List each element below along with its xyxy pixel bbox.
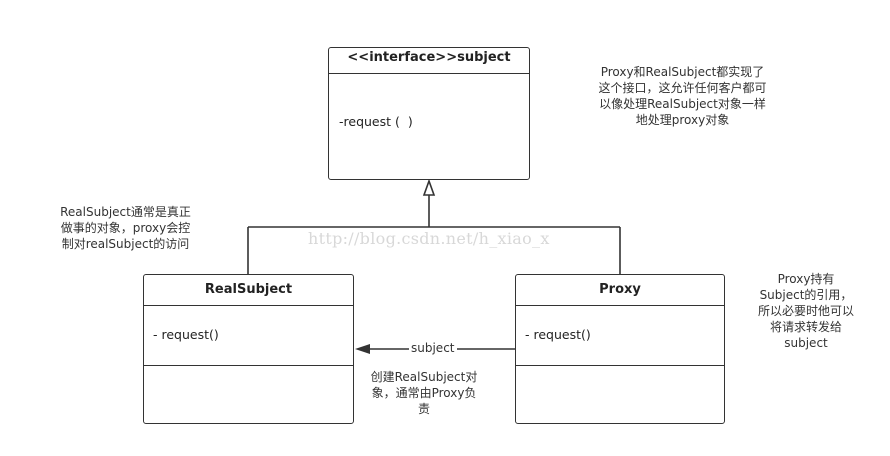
realsubject-note-line: RealSubject通常是真正 bbox=[60, 205, 191, 219]
association-label: subject bbox=[409, 341, 457, 355]
proxy-method-section: - request() bbox=[516, 306, 724, 366]
realsubject-empty-section bbox=[144, 366, 353, 423]
association-note-line: 创建RealSubject对 bbox=[370, 370, 478, 384]
proxy-title: Proxy bbox=[599, 282, 641, 297]
proxy-note-line: 所以必要时他可以 bbox=[757, 304, 854, 318]
proxy-title-section: Proxy bbox=[516, 275, 724, 306]
realsubject-note: RealSubject通常是真正 做事的对象，proxy会控 制对realSub… bbox=[48, 204, 203, 252]
proxy-box[interactable]: Proxy - request() bbox=[515, 274, 725, 424]
interface-note: Proxy和RealSubject都实现了 这个接口，这允许任何客户都可 以像处… bbox=[585, 64, 780, 128]
association-note-line: 责 bbox=[417, 402, 430, 416]
interface-subject-box[interactable]: <<interface>>subject -request ( ) bbox=[328, 47, 530, 180]
realsubject-note-line: 做事的对象，proxy会控 bbox=[60, 221, 191, 235]
interface-note-line: 地处理proxy对象 bbox=[635, 113, 730, 127]
realsubject-method-section: - request() bbox=[144, 306, 353, 366]
realsubject-box[interactable]: RealSubject - request() bbox=[143, 274, 354, 424]
interface-note-line: 这个接口，这允许任何客户都可 bbox=[598, 81, 767, 95]
association-note-line: 象，通常由Proxy负 bbox=[371, 386, 477, 400]
proxy-note-line: 将请求转发给 bbox=[769, 320, 842, 334]
watermark: http://blog.csdn.net/h_xiao_x bbox=[308, 229, 550, 248]
proxy-note: Proxy持有 Subject的引用， 所以必要时他可以 将请求转发给 subj… bbox=[748, 271, 864, 351]
proxy-note-line: Proxy持有 bbox=[777, 272, 835, 286]
realsubject-title: RealSubject bbox=[204, 282, 293, 297]
proxy-method: - request() bbox=[525, 327, 591, 342]
realsubject-method: - request() bbox=[153, 327, 219, 342]
interface-title-section: <<interface>>subject bbox=[329, 48, 529, 74]
realsubject-title-section: RealSubject bbox=[144, 275, 353, 306]
proxy-empty-section bbox=[516, 366, 724, 423]
interface-title: <<interface>>subject bbox=[347, 50, 511, 65]
association-note: 创建RealSubject对 象，通常由Proxy负 责 bbox=[362, 369, 486, 417]
inheritance-arrowhead bbox=[422, 178, 436, 196]
interface-note-line: 以像处理RealSubject对象一样 bbox=[599, 97, 766, 111]
interface-method-section: -request ( ) bbox=[329, 74, 529, 179]
interface-note-line: Proxy和RealSubject都实现了 bbox=[600, 65, 765, 79]
association-arrowhead bbox=[355, 344, 370, 354]
interface-method: -request ( ) bbox=[339, 114, 413, 129]
proxy-note-line: subject bbox=[784, 336, 828, 350]
proxy-note-line: Subject的引用， bbox=[759, 288, 853, 302]
realsubject-note-line: 制对realSubject的访问 bbox=[61, 237, 190, 251]
